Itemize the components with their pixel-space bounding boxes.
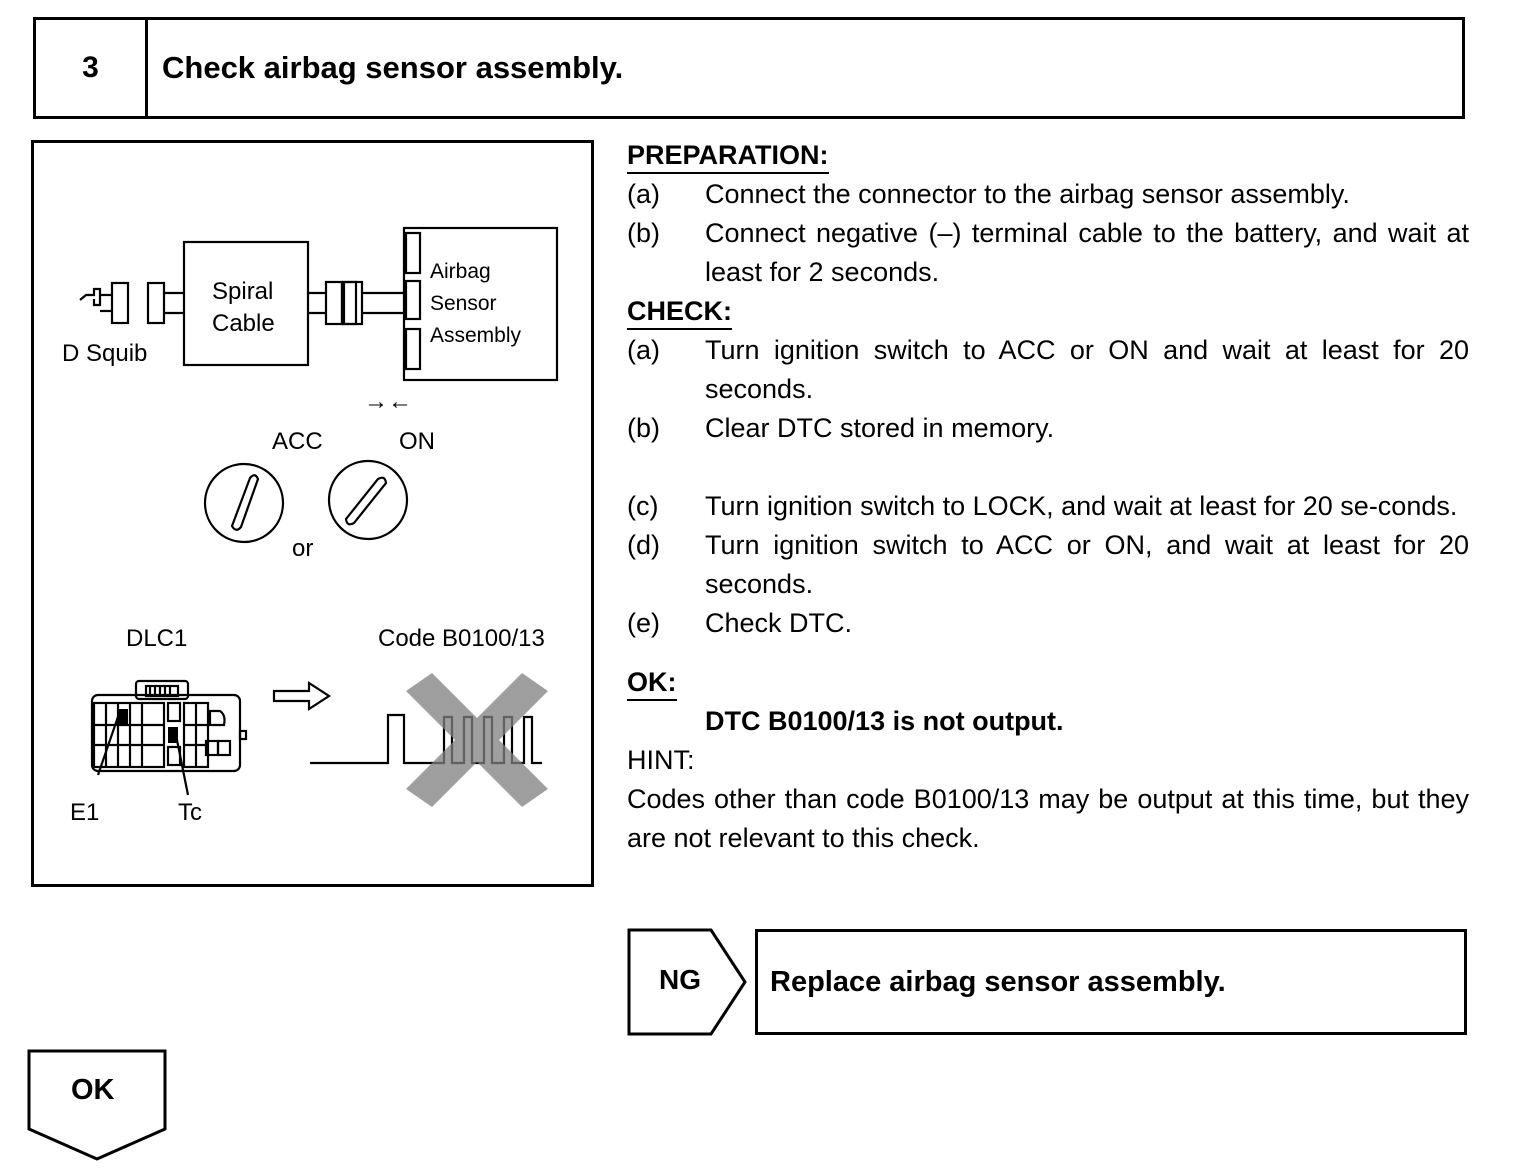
- connect-arrows-label: →←: [364, 388, 412, 415]
- ok-down-arrow-icon: [27, 1049, 167, 1161]
- step-number: 3: [36, 20, 148, 116]
- ignition-on-key-icon: [327, 459, 409, 541]
- squib-connector-male-icon: [110, 281, 130, 325]
- mid-connector-left-icon: [324, 280, 344, 326]
- or-label: or: [292, 535, 314, 562]
- e1-leader-line: [96, 710, 122, 776]
- prep-step-text: Connect negative (–) terminal cable to t…: [705, 218, 1469, 287]
- mid-connector-right-icon: [342, 280, 364, 326]
- check-step: (b) Clear DTC stored in memory.: [627, 409, 1469, 448]
- hollow-arrow-icon: [272, 680, 332, 712]
- sensor-label-line3: Assembly: [430, 324, 522, 347]
- check-step: (c) Turn ignition switch to LOCK, and wa…: [627, 487, 1469, 526]
- check-step-label: (d): [627, 530, 660, 560]
- on-label: ON: [399, 428, 435, 455]
- spiral-cable-box: [182, 240, 310, 367]
- tc-label: Tc: [178, 799, 202, 826]
- ignition-acc-key-icon: [203, 462, 285, 544]
- acc-label: ACC: [272, 428, 323, 455]
- ok-heading: OK:: [627, 666, 677, 701]
- d-squib-label: D Squib: [62, 340, 148, 367]
- airbag-sensor-assembly-box: [402, 226, 559, 382]
- ok-flow-label: OK: [71, 1074, 115, 1106]
- prep-step: (b) Connect negative (–) terminal cable …: [627, 214, 1469, 292]
- spiral-cable-label-line2: Cable: [212, 310, 275, 337]
- sensor-label-line2: Sensor: [430, 292, 497, 315]
- code-label: Code B0100/13: [378, 625, 545, 652]
- spiral-cable-label-line1: Spiral: [212, 278, 274, 305]
- ok-result-text: DTC B0100/13 is not output.: [705, 706, 1064, 736]
- illustration-figure: D Squib Spiral Cable Airbag Sensor Assem…: [31, 140, 594, 887]
- prep-step-label: (a): [627, 179, 660, 209]
- step-header: 3 Check airbag sensor assembly.: [33, 17, 1465, 119]
- ng-arrow-icon: [627, 928, 747, 1036]
- preparation-heading: PREPARATION:: [627, 139, 829, 174]
- check-step-text: Turn ignition switch to ACC or ON, and w…: [705, 530, 1469, 599]
- check-step-label: (a): [627, 335, 660, 365]
- squib-connector-female-icon: [146, 281, 166, 325]
- check-step-text: Check DTC.: [705, 608, 853, 638]
- check-step-text: Clear DTC stored in memory.: [705, 413, 1055, 443]
- check-step-label: (e): [627, 608, 660, 638]
- prep-step-label: (b): [627, 218, 660, 248]
- check-step-label: (b): [627, 413, 660, 443]
- ng-action-box: Replace airbag sensor assembly.: [755, 929, 1467, 1035]
- ng-action-text: Replace airbag sensor assembly.: [770, 965, 1226, 998]
- disallowed-cross-icon: [406, 673, 548, 807]
- tc-leader-line: [174, 734, 190, 796]
- procedure-text: PREPARATION: (a) Connect the connector t…: [627, 136, 1469, 858]
- dlc1-label: DLC1: [126, 625, 188, 652]
- dlc1-connector-icon: [90, 679, 248, 773]
- step-title: Check airbag sensor assembly.: [162, 50, 624, 85]
- prep-step-text: Connect the connector to the airbag sens…: [705, 179, 1350, 209]
- check-step: (d) Turn ignition switch to ACC or ON, a…: [627, 526, 1469, 604]
- check-step-label: (c): [627, 491, 659, 521]
- prep-step: (a) Connect the connector to the airbag …: [627, 175, 1469, 214]
- check-step: (e) Check DTC.: [627, 604, 1469, 643]
- check-step-text: Turn ignition switch to ACC or ON and wa…: [705, 335, 1469, 404]
- ng-label: NG: [659, 964, 701, 995]
- check-heading: CHECK:: [627, 295, 732, 330]
- e1-label: E1: [70, 799, 100, 826]
- ng-flow-row: NG Replace airbag sensor assembly.: [627, 928, 1469, 1036]
- check-step-text: Turn ignition switch to LOCK, and wait a…: [705, 491, 1458, 521]
- check-step: (a) Turn ignition switch to ACC or ON an…: [627, 331, 1469, 409]
- hint-heading: HINT:: [627, 745, 695, 775]
- hint-text: Codes other than code B0100/13 may be ou…: [627, 784, 1469, 853]
- sensor-label-line1: Airbag: [430, 260, 491, 283]
- wiring-illustration: [79, 226, 559, 807]
- squib-plug-icon: [79, 287, 102, 307]
